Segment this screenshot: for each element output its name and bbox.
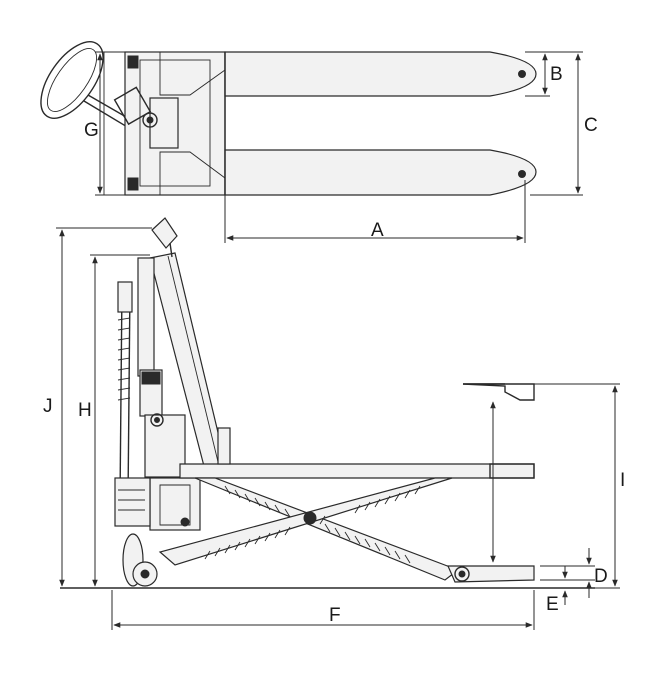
dimension-i: [534, 383, 620, 589]
fork-top-upper: [224, 51, 537, 97]
dimension-d: [540, 548, 595, 598]
scissor-hatch: [204, 485, 421, 564]
label-c: C: [584, 115, 598, 136]
label-f: F: [329, 605, 341, 626]
side-view: [60, 217, 595, 589]
label-a: A: [371, 220, 384, 241]
dimension-g: [95, 51, 128, 196]
label-g: G: [84, 120, 99, 141]
scissor-arm-1: [194, 477, 460, 581]
label-d: D: [594, 566, 608, 587]
dimension-c: [530, 51, 583, 196]
dimension-f: [111, 590, 535, 630]
motor-block: [149, 477, 201, 531]
pump-housing: [144, 414, 186, 478]
scissor-pivot: [303, 511, 317, 525]
steering-handle-loop: [40, 41, 104, 119]
dimension-a: [224, 180, 526, 243]
top-view: [40, 41, 537, 196]
dimension-h: [90, 254, 150, 587]
label-e: E: [546, 594, 559, 615]
hydraulic-cylinder: [137, 257, 155, 377]
label-b: B: [550, 64, 563, 85]
raised-fork-outline: [462, 383, 535, 401]
label-i: I: [620, 470, 625, 491]
label-h: H: [78, 400, 92, 421]
fork-top-lower: [224, 149, 537, 196]
fork-side: [179, 463, 535, 479]
dimension-j: [56, 227, 152, 587]
lower-fork: [447, 565, 535, 583]
handle-grip: [151, 217, 178, 249]
label-j: J: [43, 396, 53, 417]
